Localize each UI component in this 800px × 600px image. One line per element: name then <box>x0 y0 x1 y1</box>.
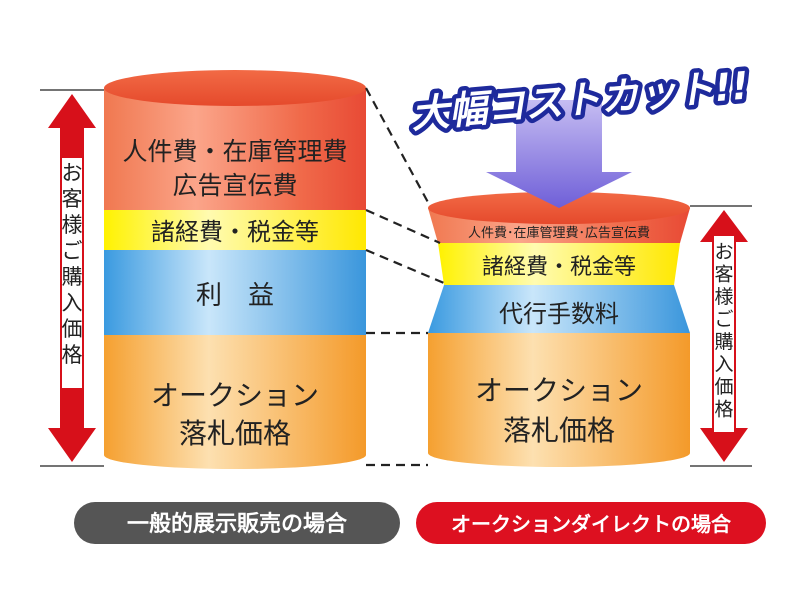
left-personnel-line1: 人件費・在庫管理費 <box>122 137 347 166</box>
right-cylinder <box>428 192 690 467</box>
right-caption-pill <box>416 502 766 544</box>
left-layer-profit <box>104 250 366 335</box>
left-cylinder-top <box>104 70 366 106</box>
right-auction-line1: オークション <box>475 374 643 407</box>
dashed-connectors <box>365 87 445 467</box>
left-caption-label: 一般的展示販売の場合 <box>127 511 348 537</box>
cost-cut-arrow-icon <box>486 100 632 208</box>
right-auction-line2: 落札価格 <box>503 414 615 447</box>
vertical-label-char: 格 <box>714 399 733 421</box>
left-expenses-label: 諸経費・税金等 <box>151 218 319 246</box>
vertical-label-char: 入 <box>62 291 83 315</box>
vertical-label-char: 価 <box>62 317 83 341</box>
right-expenses-label: 諸経費・税金等 <box>482 255 636 280</box>
vertical-label-char: 価 <box>714 376 733 398</box>
right-caption: オークションダイレクトの場合 <box>416 502 766 544</box>
right-fee-label: 代行手数料 <box>499 300 619 328</box>
left-layer-expenses <box>104 210 366 250</box>
right-caption-label: オークションダイレクトの場合 <box>451 512 732 536</box>
right-personnel-label: 人件費･在庫管理費･広告宣伝費 <box>468 225 650 241</box>
left-layer-auction <box>104 335 366 469</box>
left-caption-pill <box>74 502 400 544</box>
left-profit-label: 利 益 <box>196 281 274 311</box>
vertical-label-char: ご <box>62 239 83 263</box>
vertical-label-char: お <box>62 161 83 185</box>
right-layer-fee <box>428 285 690 333</box>
left-auction-line1: オークション <box>151 379 319 412</box>
vertical-label-char: 客 <box>62 187 83 211</box>
right-layer-auction <box>428 333 690 467</box>
left-price-arrow <box>40 89 104 467</box>
left-caption: 一般的展示販売の場合 <box>74 502 400 544</box>
vertical-label-char: 入 <box>714 354 733 376</box>
vertical-label-char: 購 <box>714 331 733 353</box>
vertical-label-char: お <box>714 241 733 263</box>
left-cylinder <box>104 70 366 469</box>
right-price-arrow <box>690 205 752 467</box>
vertical-label-char: 客 <box>714 264 733 286</box>
vertical-label-char: 様 <box>714 286 733 308</box>
left-layer-personnel <box>104 88 366 210</box>
vertical-label-char: 様 <box>62 213 83 237</box>
vertical-label-char: 購 <box>62 265 83 289</box>
left-auction-line2: 落札価格 <box>179 417 291 450</box>
vertical-label-char: 格 <box>62 343 83 367</box>
left-personnel-line2: 広告宣伝費 <box>172 171 297 200</box>
vertical-label-char: ご <box>714 309 733 331</box>
right-layer-expenses <box>438 243 680 285</box>
